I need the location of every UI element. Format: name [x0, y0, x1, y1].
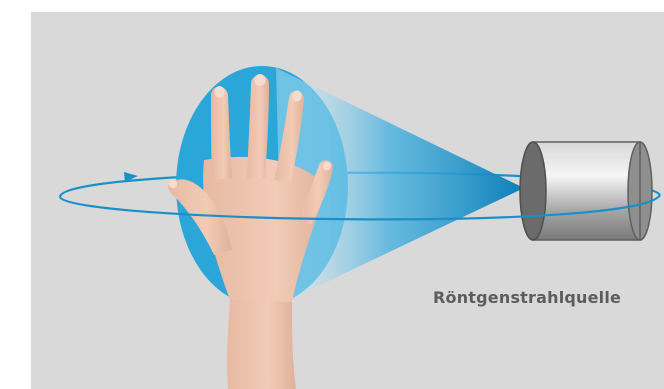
xray-source	[520, 142, 652, 240]
xray-source-label: Röntgenstrahlquelle	[433, 288, 621, 307]
